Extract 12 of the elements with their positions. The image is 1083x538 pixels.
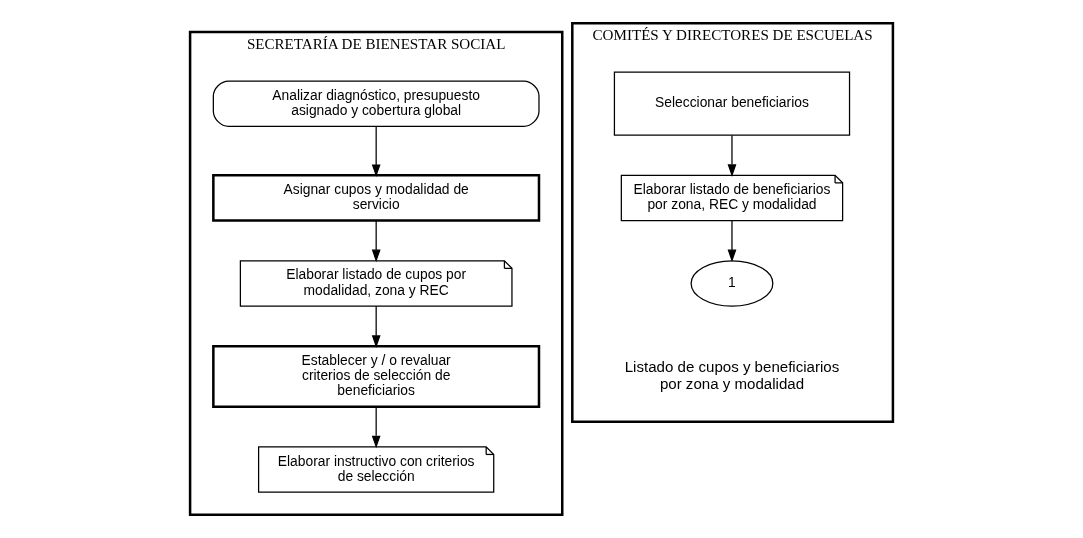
arrow bbox=[371, 406, 381, 449]
node-box: Seleccionar beneficiarios bbox=[613, 71, 851, 136]
node-box: Analizar diagnóstico, presupuesto asignado y cobertura global bbox=[212, 80, 540, 127]
arrow bbox=[727, 220, 737, 263]
arrow bbox=[371, 305, 381, 348]
arrow bbox=[371, 220, 381, 263]
node-box: Establecer y / o revaluar criterios de selección de beneficiarios bbox=[212, 345, 541, 408]
node-box: Asignar cupos y modalidad de servicio bbox=[212, 174, 541, 222]
arrow bbox=[371, 126, 381, 177]
node-ellipse: 1 bbox=[690, 260, 774, 307]
node-label: Listado de cupos y beneficiarios por zona y modalidad bbox=[624, 358, 840, 392]
arrow bbox=[727, 134, 737, 177]
